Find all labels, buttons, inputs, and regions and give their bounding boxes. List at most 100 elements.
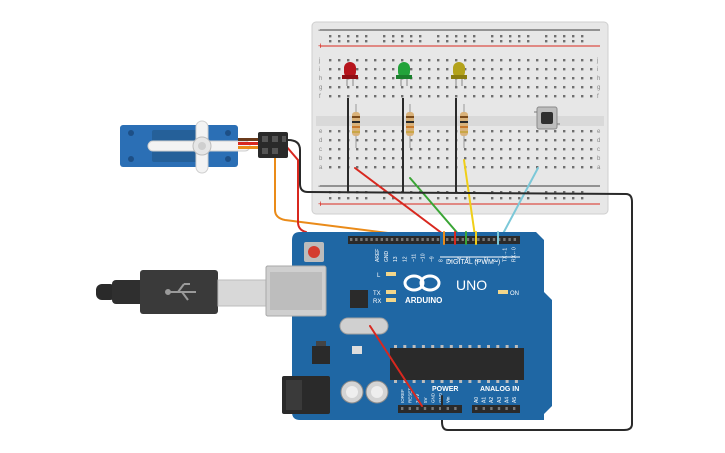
rail-hole xyxy=(581,191,584,194)
power-jack xyxy=(282,376,330,414)
rail-hole xyxy=(410,197,413,200)
rail-hole xyxy=(527,35,530,38)
resistor-3[interactable] xyxy=(460,104,468,148)
breadboard-hole xyxy=(356,86,359,89)
breadboard-hole xyxy=(536,130,539,133)
breadboard-hole xyxy=(374,59,377,62)
breadboard-hole xyxy=(374,77,377,80)
breadboard-hole xyxy=(572,139,575,142)
on-label: ON xyxy=(510,291,519,297)
breadboard-hole xyxy=(383,130,386,133)
breadboard-hole xyxy=(401,86,404,89)
rail-hole xyxy=(437,40,440,43)
rail-hole xyxy=(572,197,575,200)
wire-black-gnd xyxy=(287,139,633,431)
breadboard-hole xyxy=(437,166,440,169)
wire-red-led xyxy=(354,167,456,244)
header-pin xyxy=(401,238,404,241)
rail-hole xyxy=(527,191,530,194)
breadboard-hole xyxy=(554,139,557,142)
breadboard-hole xyxy=(509,95,512,98)
chip-pin xyxy=(394,345,397,348)
breadboard-hole xyxy=(419,166,422,169)
breadboard-hole xyxy=(383,148,386,151)
rail-hole xyxy=(347,35,350,38)
servo-horn[interactable] xyxy=(147,120,251,174)
breadboard-hole xyxy=(500,166,503,169)
breadboard-hole xyxy=(419,68,422,71)
rail-hole xyxy=(554,35,557,38)
breadboard-hole xyxy=(581,157,584,160)
analog-pin-label: A4 xyxy=(504,397,510,403)
rail-hole xyxy=(446,35,449,38)
breadboard-hole xyxy=(536,68,539,71)
rail-hole xyxy=(338,40,341,43)
breadboard-hole xyxy=(455,86,458,89)
breadboard-hole xyxy=(428,157,431,160)
breadboard-hole xyxy=(500,86,503,89)
breadboard-hole xyxy=(383,77,386,80)
breadboard-hole xyxy=(437,86,440,89)
rail-hole xyxy=(554,191,557,194)
breadboard-hole xyxy=(500,139,503,142)
row-label: e xyxy=(597,129,601,135)
breadboard-hole xyxy=(500,95,503,98)
digital-pin-label: 4 xyxy=(475,259,481,262)
yellow-led[interactable] xyxy=(451,62,467,86)
chip-pin xyxy=(487,380,490,383)
led-label-l: L xyxy=(377,273,381,279)
usb-chip xyxy=(350,290,368,308)
rail-hole xyxy=(383,35,386,38)
breadboard-hole xyxy=(392,166,395,169)
servo-connector xyxy=(258,132,288,158)
rail-hole xyxy=(383,40,386,43)
digital-pin-label: 13 xyxy=(393,256,399,262)
resistor-1[interactable] xyxy=(352,104,360,148)
capacitor-1 xyxy=(340,380,364,404)
breadboard-hole xyxy=(554,77,557,80)
rail-hole xyxy=(338,35,341,38)
breadboard-hole xyxy=(491,59,494,62)
rail-hole xyxy=(473,197,476,200)
header-pin xyxy=(370,238,373,241)
reset-button[interactable] xyxy=(304,242,324,262)
row-label: i xyxy=(319,67,320,73)
breadboard-hole xyxy=(590,139,593,142)
breadboard-hole xyxy=(338,148,341,151)
red-led[interactable] xyxy=(342,62,358,86)
rail-hole xyxy=(365,197,368,200)
resistor-2[interactable] xyxy=(406,104,414,148)
header-pin xyxy=(375,238,378,241)
breadboard-hole xyxy=(581,139,584,142)
breadboard-hole xyxy=(365,86,368,89)
row-label: b xyxy=(319,156,323,162)
breadboard-hole xyxy=(482,59,485,62)
rail-hole xyxy=(581,35,584,38)
header-pin xyxy=(395,238,399,241)
analog-pin-label: A5 xyxy=(512,397,518,403)
analog-label: ANALOG IN xyxy=(480,386,519,393)
breadboard-hole xyxy=(410,139,413,142)
breadboard-hole xyxy=(500,68,503,71)
chip-pin xyxy=(403,345,407,348)
breadboard-hole xyxy=(437,77,440,80)
rail-hole xyxy=(572,40,575,43)
servo[interactable] xyxy=(120,120,288,174)
breadboard-hole xyxy=(428,86,431,89)
breadboard-hole xyxy=(437,139,440,142)
breadboard-hole xyxy=(527,139,530,142)
breadboard-hole xyxy=(365,68,368,71)
breadboard-hole xyxy=(545,95,548,98)
rail-hole xyxy=(410,35,413,38)
green-led[interactable] xyxy=(396,62,412,86)
crystal xyxy=(339,317,389,335)
breadboard-hole xyxy=(536,148,539,151)
breadboard-hole xyxy=(419,77,422,80)
rail-hole xyxy=(545,191,548,194)
rail-hole xyxy=(419,197,422,200)
breadboard-hole xyxy=(374,148,377,151)
microcontroller-chip xyxy=(390,345,524,383)
pushbutton[interactable] xyxy=(534,106,560,130)
